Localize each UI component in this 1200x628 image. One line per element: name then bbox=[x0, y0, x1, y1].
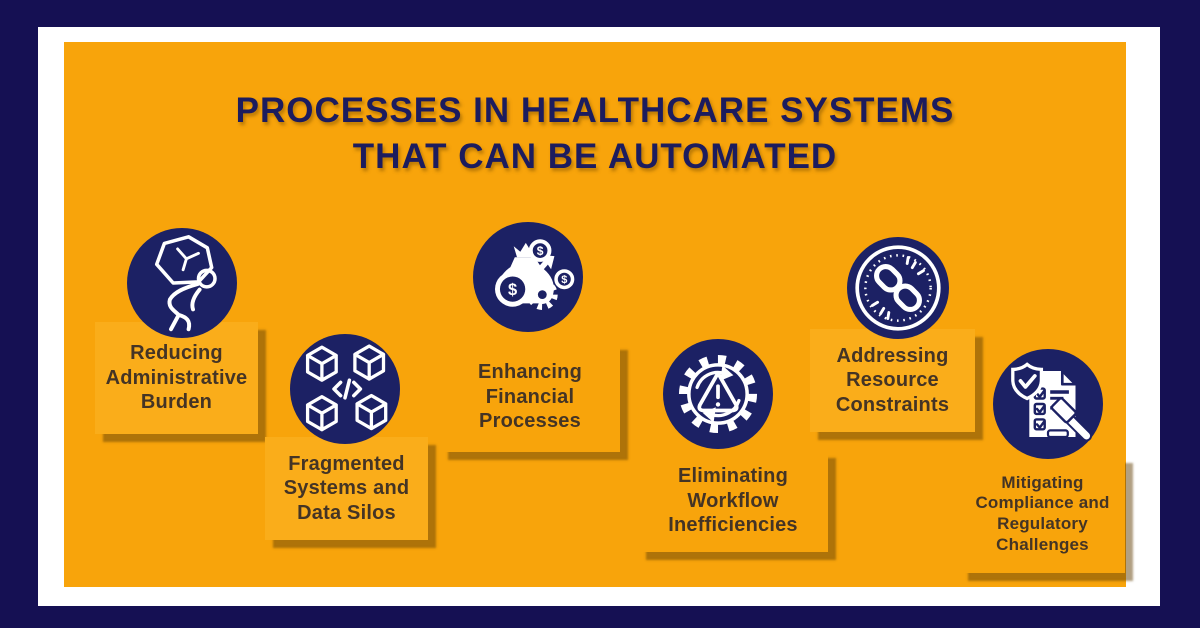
money-bag-growth-icon: $ $ $ bbox=[495, 239, 575, 310]
item-label-card: Addressing Resource Constraints bbox=[810, 329, 975, 432]
cubes-code-icon bbox=[305, 344, 388, 432]
burden-rock-person-icon bbox=[154, 235, 217, 332]
infographic-canvas: PROCESSES IN HEALTHCARE SYSTEMS THAT CAN… bbox=[64, 42, 1126, 587]
item-label-card: Enhancing Financial Processes bbox=[440, 342, 620, 452]
item-label: Eliminating Workflow Inefficiencies bbox=[668, 465, 798, 537]
gear-warning-icon bbox=[678, 354, 758, 434]
icon-circle bbox=[290, 334, 400, 444]
icon-circle: $ $ $ bbox=[473, 222, 583, 332]
item-label: Mitigating Compliance and Regulatory Cha… bbox=[975, 472, 1110, 554]
item-label-card: Fragmented Systems and Data Silos bbox=[265, 437, 428, 540]
page-title: PROCESSES IN HEALTHCARE SYSTEMS THAT CAN… bbox=[64, 88, 1126, 180]
item-label-card: Eliminating Workflow Inefficiencies bbox=[638, 450, 828, 552]
svg-text:$: $ bbox=[508, 281, 517, 299]
svg-text:$: $ bbox=[537, 244, 544, 258]
item-label: Reducing Administrative Burden bbox=[105, 342, 248, 414]
item-label-card: Reducing Administrative Burden bbox=[95, 322, 258, 434]
item-label-card: Mitigating Compliance and Regulatory Cha… bbox=[960, 455, 1125, 573]
icon-circle bbox=[127, 228, 237, 338]
item-label: Enhancing Financial Processes bbox=[477, 361, 583, 433]
icon-circle bbox=[993, 349, 1103, 459]
title-line-1: PROCESSES IN HEALTHCARE SYSTEMS bbox=[235, 91, 955, 130]
svg-text:$: $ bbox=[561, 274, 567, 286]
title-line-2: THAT CAN BE AUTOMATED bbox=[352, 137, 838, 177]
item-label: Fragmented Systems and Data Silos bbox=[283, 452, 410, 524]
compliance-checklist-gavel-icon bbox=[1011, 362, 1092, 442]
broken-chain-icon bbox=[855, 245, 941, 331]
item-label: Addressing Resource Constraints bbox=[835, 344, 950, 416]
icon-circle bbox=[663, 339, 773, 449]
icon-circle bbox=[847, 237, 949, 339]
